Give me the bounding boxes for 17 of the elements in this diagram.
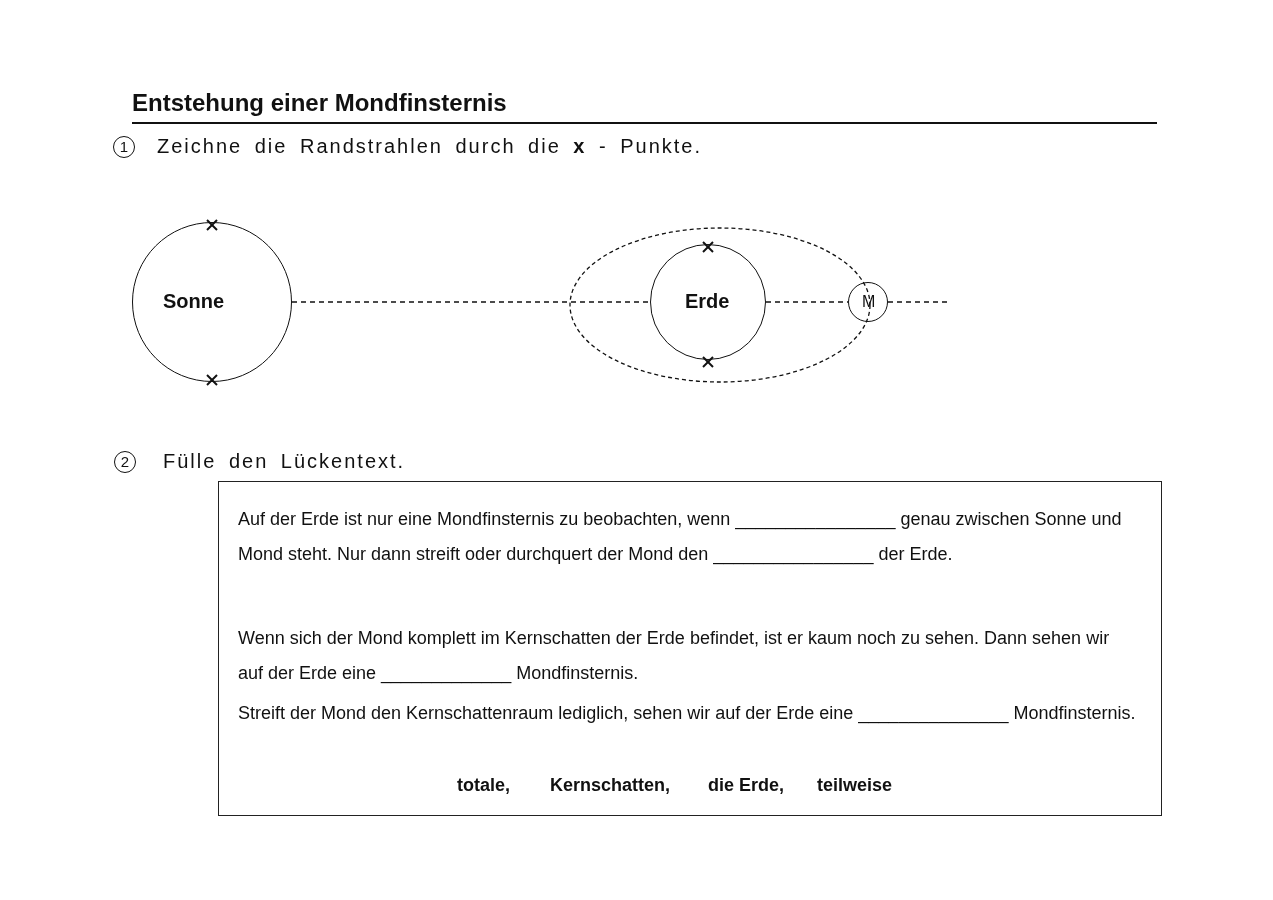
cloze-text-box — [218, 481, 1162, 816]
instruction-text: Fülle den Lückentext. — [163, 450, 406, 473]
instruction-text: Zeichne die Randstrahlen durch die x - Punkte. — [157, 135, 703, 158]
dashed-line — [765, 301, 849, 303]
dashed-line — [887, 301, 949, 303]
planet-label: Erde — [685, 290, 730, 313]
planet-label: Sonne — [163, 290, 225, 313]
word-bank-item: die Erde, — [708, 775, 785, 796]
cloze-paragraph: Auf der Erde ist nur eine Mondfinsternis zu beobachten, wenn ________________ genau zwischen Sonne und Mond steht. Nur dann streift oder durchquert der Mond den ________________ der Erde. — [238, 508, 1123, 567]
planet-label: M — [862, 293, 876, 311]
worksheet-title: Entstehung einer Mondfinsternis — [132, 89, 507, 117]
dashed-line — [291, 301, 651, 303]
word-bank-item: teilweise — [817, 775, 893, 796]
cloze-paragraph: Streift der Mond den Kernschattenraum lediglich, sehen wir auf der Erde eine _______________ Mondfinsternis. — [238, 702, 1137, 726]
word-bank-item: totale, — [457, 775, 510, 796]
word-bank-item: Kernschatten, — [550, 775, 671, 796]
cloze-paragraph: Wenn sich der Mond komplett im Kernschatten der Erde befindet, ist er kaum noch zu sehen. Dann sehen wir auf der Erde eine _____________ Mondfinsternis. — [238, 627, 1111, 686]
